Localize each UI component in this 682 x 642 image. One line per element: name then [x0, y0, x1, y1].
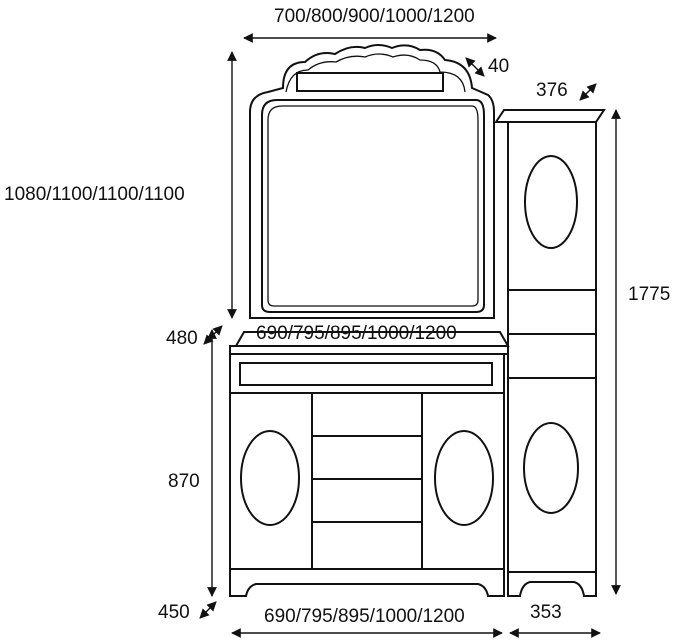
mirror-top-panel	[296, 72, 444, 92]
cabinet-height-label: 1775	[628, 284, 670, 305]
mirror-height-label: 1080/1100/1100/1100	[4, 184, 185, 205]
mirror-frame-outer	[249, 44, 495, 319]
mirror-width-label: 700/800/900/1000/1200	[274, 6, 475, 27]
left-door-oval	[240, 430, 300, 526]
top-depth-label: 480	[166, 328, 198, 349]
base-height-label: 870	[168, 471, 200, 492]
base-cabinet	[229, 353, 505, 597]
tall-cabinet-upper-oval	[524, 155, 578, 249]
base-plinth	[229, 568, 505, 597]
dimension-lines	[199, 33, 621, 638]
base-width-label: 690/795/895/1000/1200	[264, 606, 465, 627]
tall-cabinet-lower-oval	[523, 422, 579, 514]
mirror	[249, 44, 495, 319]
mirror-glass-inner	[267, 105, 479, 307]
base-depth-label: 450	[158, 602, 190, 623]
base-cabinet-body	[229, 353, 505, 570]
top-width-label: 690/795/895/1000/1200	[256, 323, 457, 344]
cabinet-depth-label: 376	[536, 80, 568, 101]
tall-cabinet-body	[507, 121, 597, 573]
base-drawer-top	[239, 362, 493, 386]
mirror-crown-inner	[285, 53, 466, 93]
mirror-depth-label: 40	[488, 56, 509, 77]
cabinet-width-label: 353	[530, 602, 562, 623]
dimension-labels: 700/800/900/1000/1200 1080/1100/1100/110…	[4, 6, 670, 627]
right-door-oval	[434, 430, 494, 526]
mirror-glass	[261, 99, 485, 313]
tall-cabinet	[494, 109, 606, 597]
tall-cabinet-plinth	[507, 571, 597, 597]
